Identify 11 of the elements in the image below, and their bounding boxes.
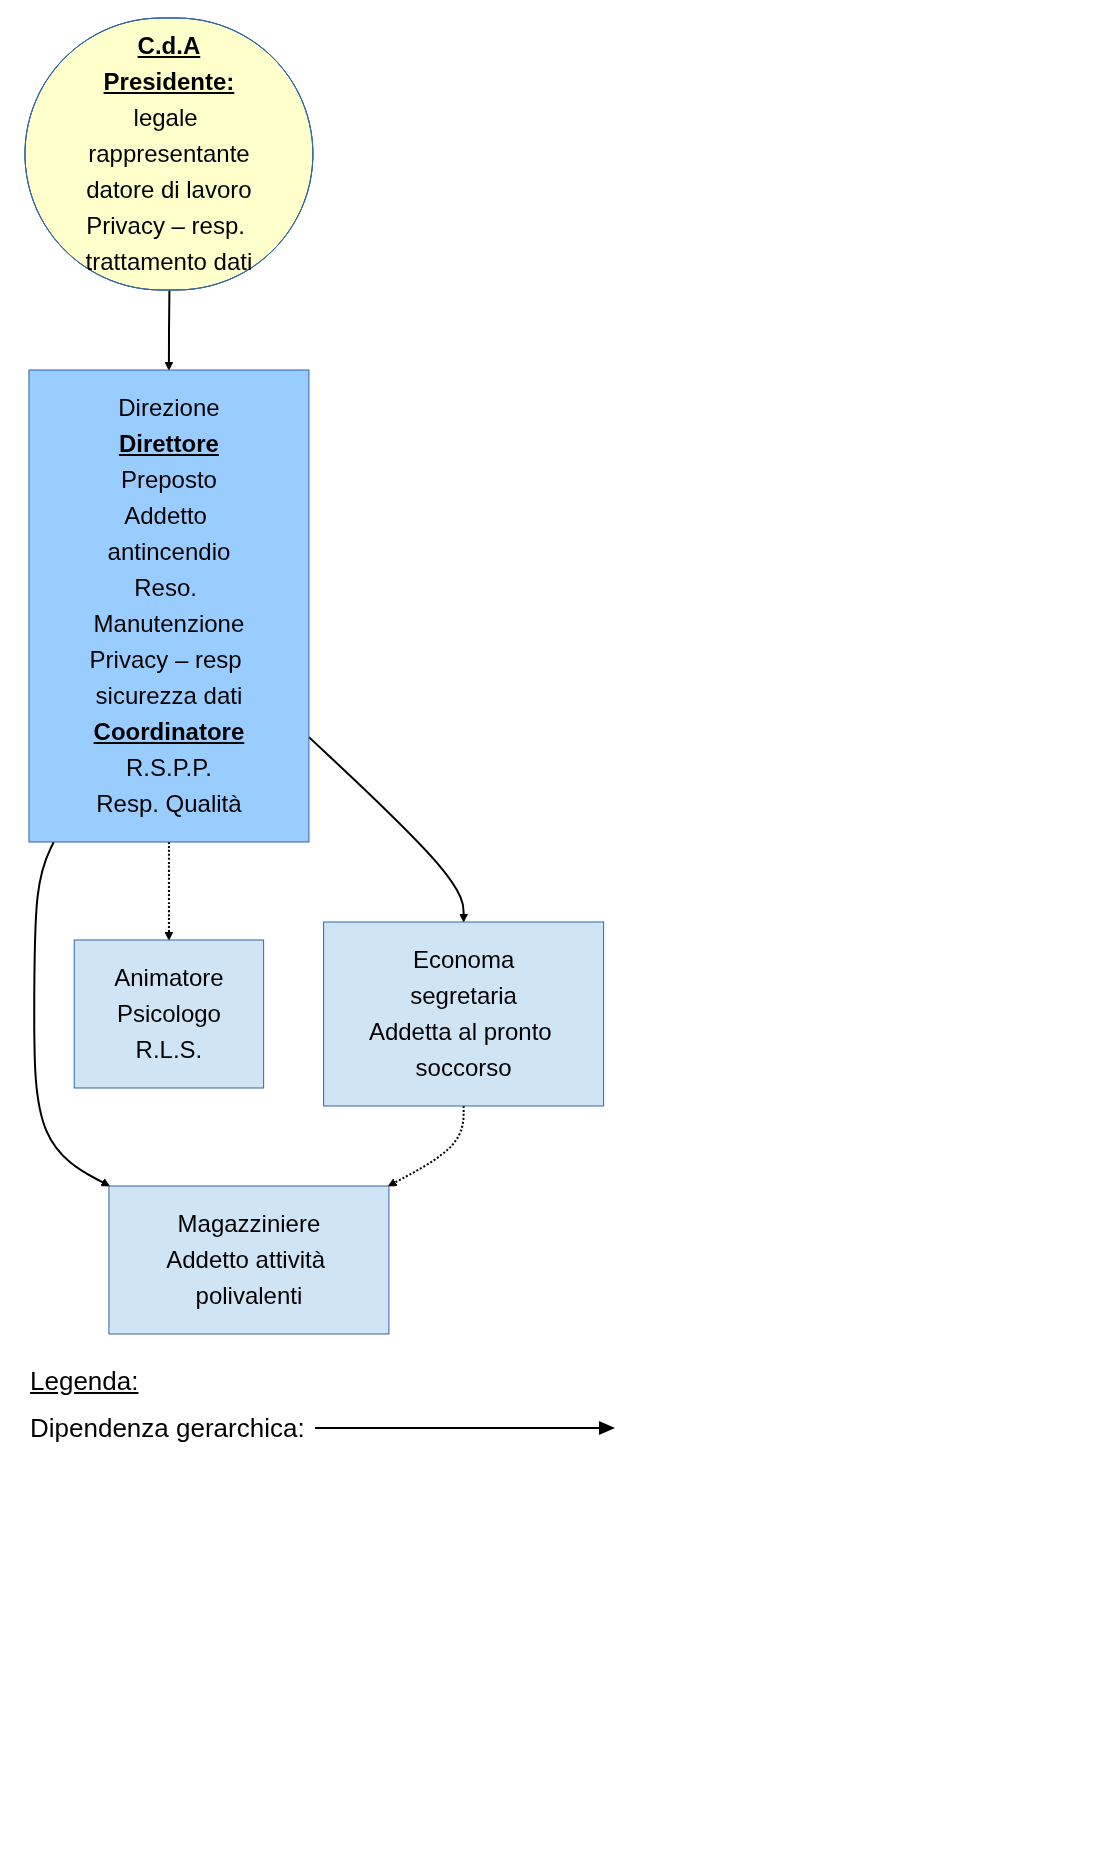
node-box: Magazziniere Addetto attività polivalenti (108, 1185, 390, 1335)
legend-title: Legenda: (30, 1366, 139, 1397)
arrow (164, 289, 174, 371)
node-box: Direzione Direttore Preposto Addetto antincendio Reso. Manutenzione Privacy – resp sicurezza dati Coordinatore R.S.P.P. Resp. Qualità (28, 369, 310, 843)
node-box: Animatore Psicologo R.L.S. (73, 939, 265, 1089)
node-box: Economa segretaria Addetta al pronto soccorso (323, 921, 605, 1107)
arrow (387, 1105, 465, 1187)
arrow (307, 736, 468, 923)
legend-text: Dipendenza gerarchica: (30, 1413, 305, 1444)
arrow (164, 841, 174, 941)
arrow (33, 841, 110, 1187)
